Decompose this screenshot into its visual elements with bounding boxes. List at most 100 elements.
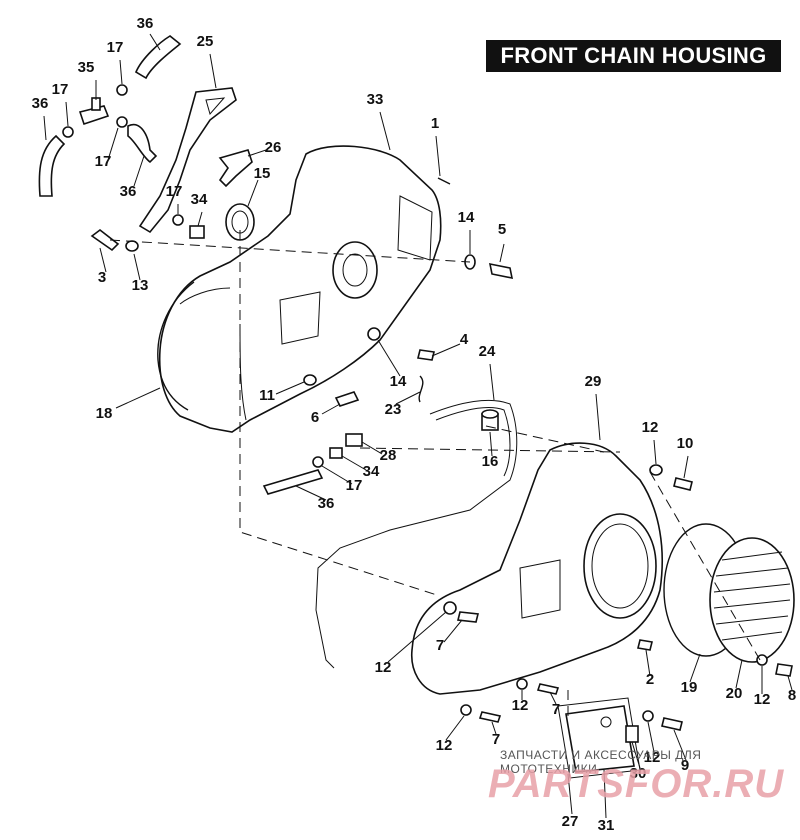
washer-12-c — [443, 601, 457, 615]
bolt-3 — [90, 228, 120, 252]
diagram-title: FRONT CHAIN HOUSING — [486, 40, 781, 72]
gasket-24 — [315, 399, 518, 669]
part-label: 36 — [32, 95, 49, 112]
fitting-34 — [189, 225, 205, 239]
part-label: 6 — [311, 409, 319, 426]
bracket-25 — [138, 87, 237, 234]
part-label: 1 — [431, 115, 439, 132]
part-label: 17 — [166, 183, 183, 200]
part-label: 36 — [120, 183, 137, 200]
clamp-17-c — [116, 116, 128, 128]
hose-36-left — [38, 134, 66, 197]
washer-13 — [125, 240, 139, 252]
washer-11 — [303, 374, 317, 386]
part-label: 26 — [265, 139, 282, 156]
washer-12-d — [516, 678, 528, 690]
inspection-cover-31 — [565, 705, 635, 773]
part-label: 12 — [436, 737, 453, 754]
washer-12-e — [460, 704, 472, 716]
part-label: 8 — [788, 687, 796, 704]
washer-12-f — [642, 710, 654, 722]
part-label: 36 — [318, 495, 335, 512]
part-label: 29 — [585, 373, 602, 390]
bolt-5 — [488, 262, 514, 280]
part-label: 13 — [132, 277, 149, 294]
washer-12-a — [649, 464, 663, 476]
part-label: 4 — [460, 331, 469, 348]
part-label: 24 — [479, 343, 496, 360]
part-label: 2 — [646, 671, 654, 688]
part-label: 27 — [562, 813, 579, 830]
part-label: 28 — [380, 447, 397, 464]
washer-12-b — [756, 654, 768, 666]
part-label: 18 — [96, 405, 113, 422]
plug-28 — [345, 433, 363, 447]
bolt-7-a — [457, 611, 479, 623]
part-label: 17 — [52, 81, 69, 98]
washer-14-b — [367, 327, 381, 341]
part-label: 15 — [254, 165, 271, 182]
part-label: 7 — [492, 731, 500, 748]
part-label: 11 — [259, 387, 275, 404]
alignment-lines — [109, 230, 761, 720]
bolt-6 — [334, 391, 360, 407]
hose-36-top — [134, 35, 182, 80]
bolt-10 — [673, 477, 693, 491]
bolt-7-b — [536, 683, 560, 695]
part-label: 12 — [375, 659, 392, 676]
part-label: 31 — [598, 817, 615, 834]
fitting-34-b — [329, 447, 343, 459]
outer-primary-cover-29 — [411, 442, 663, 695]
part-label: 36 — [137, 15, 154, 32]
leader-lines — [43, 33, 793, 819]
part-label: 12 — [512, 697, 529, 714]
bracket-26 — [218, 149, 253, 188]
part-label: 7 — [436, 637, 444, 654]
derby-cover-20 — [709, 537, 795, 663]
part-label: 33 — [367, 91, 384, 108]
part-label: 17 — [107, 39, 124, 56]
wire-23 — [418, 375, 424, 403]
part-label: 34 — [191, 191, 208, 208]
part-label: 23 — [385, 401, 402, 418]
gasket-18 — [157, 281, 195, 411]
part-label: 35 — [78, 59, 95, 76]
screw-4 — [417, 349, 435, 361]
part-label: 25 — [197, 33, 214, 50]
clamp-17-a — [116, 84, 128, 96]
watermark-tagline: ЗАПЧАСТИ И АКСЕССУАРЫ ДЛЯ МОТОТЕХНИКИ — [500, 748, 702, 776]
watermark-logo: PARTSFOR.RU — [488, 762, 785, 806]
part-label: 20 — [726, 685, 743, 702]
part-label: 3 — [98, 269, 106, 286]
bushing-30 — [625, 725, 639, 743]
part-label: 12 — [642, 419, 659, 436]
part-label: 17 — [346, 477, 363, 494]
part-label: 12 — [644, 749, 661, 766]
part-label: 12 — [754, 691, 771, 708]
part-label: 19 — [681, 679, 698, 696]
clamp-17-d — [172, 214, 184, 226]
screw-8 — [775, 663, 793, 677]
clamp-17-b — [62, 126, 74, 138]
part-label: 9 — [681, 757, 689, 774]
part-label: 16 — [482, 453, 499, 470]
part-label: 17 — [95, 153, 112, 170]
part-label: 14 — [390, 373, 407, 390]
hose-36-lower — [262, 469, 324, 495]
part-label: 14 — [458, 209, 475, 226]
bolt-7-c — [478, 711, 502, 723]
part-label: 7 — [552, 701, 560, 718]
part-label: 30 — [630, 765, 647, 782]
hose-36-mid — [127, 123, 158, 164]
dowel-pin-1 — [437, 177, 451, 185]
gasket-27 — [557, 697, 641, 779]
clamp-17-e — [312, 456, 324, 468]
screw-2 — [637, 639, 653, 651]
screw-9 — [661, 717, 683, 731]
tee-fitting-35 — [78, 97, 110, 126]
part-label: 10 — [677, 435, 694, 452]
part-label: 5 — [498, 221, 506, 238]
part-label: 34 — [363, 463, 380, 480]
